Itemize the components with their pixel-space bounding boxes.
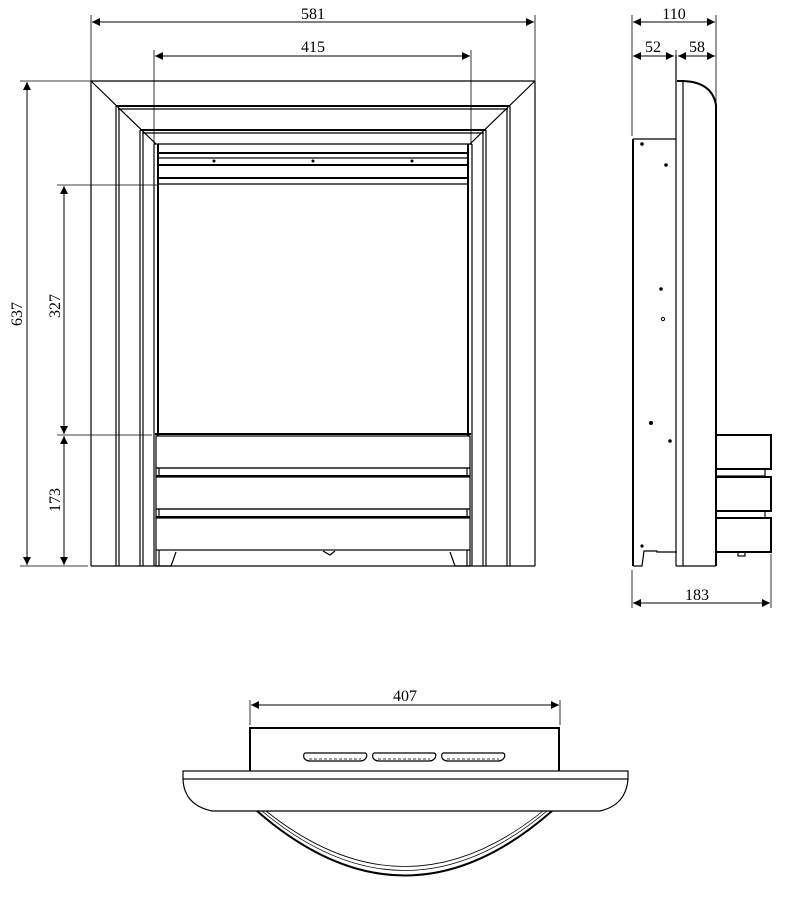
- vent-slot: [372, 752, 437, 762]
- screw-dot: [640, 142, 644, 146]
- top-frame-curve: [182, 778, 629, 812]
- top-louver-strip: [158, 152, 468, 185]
- left-foot: [155, 550, 177, 567]
- screw-dot: [668, 439, 672, 443]
- dim-overall-width: 581: [301, 6, 325, 23]
- base-bars: [155, 433, 471, 567]
- screw-dot: [640, 544, 644, 548]
- side-dimensions: 110 52 58 183: [631, 6, 772, 608]
- dim-overall-depth-top: 110: [662, 6, 685, 23]
- front-dimensions: 581 415 637 327 173: [9, 6, 536, 567]
- screw-dot: [212, 159, 216, 163]
- dim-overall-depth-base: 183: [685, 587, 709, 604]
- right-foot: [449, 550, 471, 567]
- dim-box-width: 407: [393, 688, 417, 705]
- top-dimensions: 407: [249, 688, 561, 725]
- dim-opening-height: 327: [47, 294, 64, 318]
- side-view: 110 52 58 183: [631, 6, 772, 608]
- screw-hole: [660, 316, 666, 322]
- dim-base-height: 173: [47, 488, 64, 512]
- side-foot: [737, 551, 746, 557]
- top-view: 407: [182, 688, 629, 877]
- front-curve: [256, 810, 553, 877]
- center-foot: [322, 550, 336, 556]
- dim-overall-height: 637: [9, 302, 26, 326]
- screw-dot: [649, 421, 653, 425]
- dim-rear-box-depth: 52: [645, 39, 661, 56]
- screw-dot: [664, 163, 668, 167]
- screw-dot: [311, 159, 315, 163]
- screw-dot: [410, 159, 414, 163]
- vent-slot: [441, 752, 506, 762]
- dim-inner-width: 415: [301, 39, 325, 56]
- dim-frame-depth: 58: [689, 39, 705, 56]
- vent-slot: [303, 752, 368, 762]
- vent-slots: [303, 752, 506, 762]
- top-frame-shelf: [182, 770, 629, 780]
- screw-dot: [659, 287, 663, 291]
- front-view: 581 415 637 327 173: [9, 6, 536, 567]
